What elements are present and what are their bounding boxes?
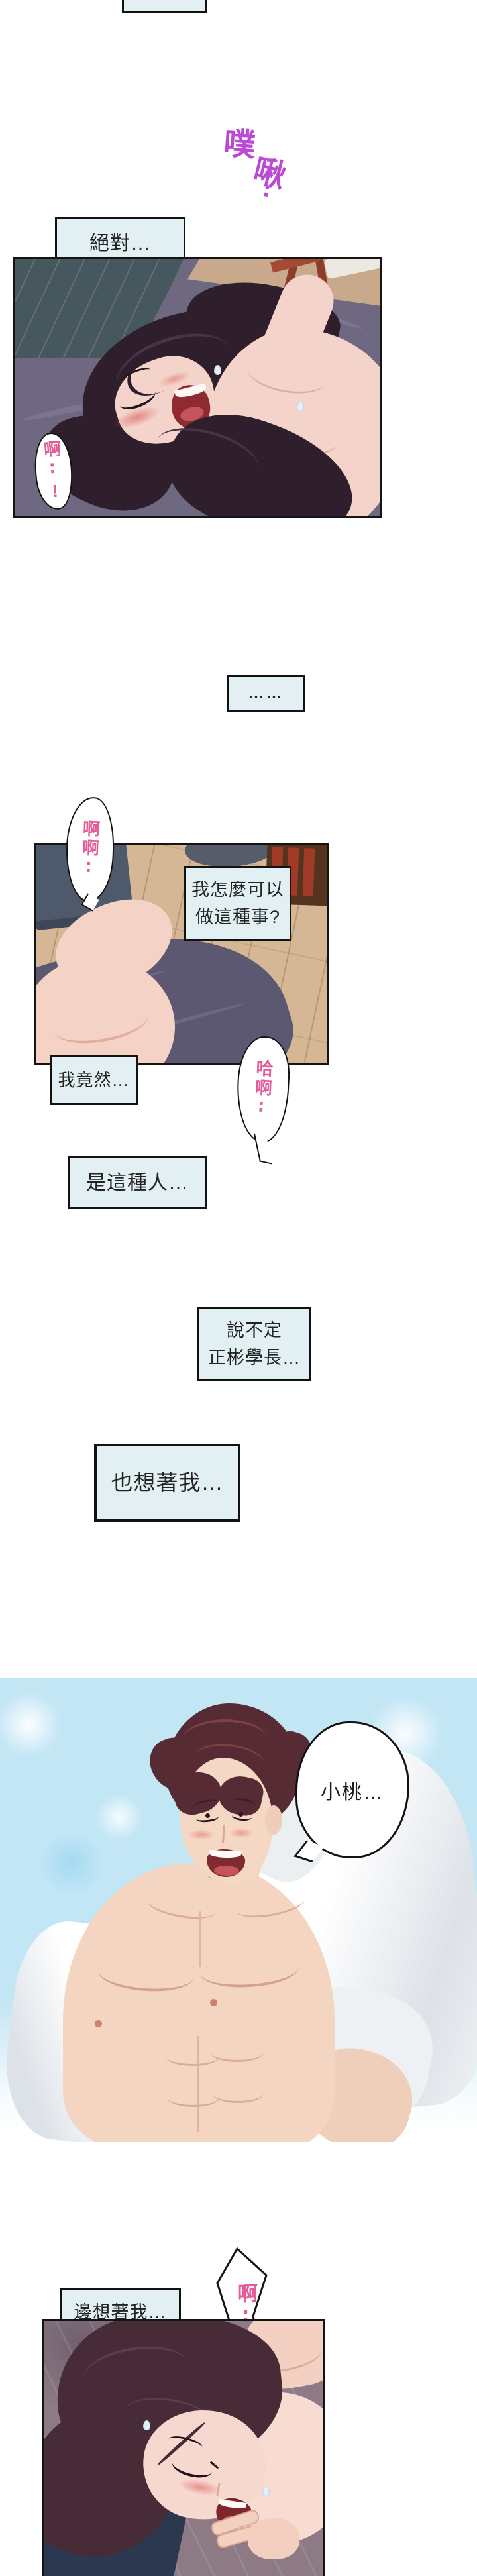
abs-contour <box>212 2084 264 2103</box>
blush <box>187 1829 215 1840</box>
man-ear <box>265 1805 282 1835</box>
abs-line <box>197 2036 199 2132</box>
narration-box-yexiangzhewo: 也想著我… <box>94 1444 240 1522</box>
xiaotao-text: 小桃… <box>321 1781 384 1803</box>
abs-contour <box>167 2088 220 2107</box>
nipple <box>95 2020 102 2027</box>
hair-highlight <box>182 1719 268 1762</box>
book-spine <box>302 848 315 896</box>
abs-contour <box>211 2043 264 2062</box>
hand <box>248 2518 299 2559</box>
narration-box-ellipsis: …… <box>227 675 305 712</box>
narration-box-how-could: 我怎麼可以 做這種事? <box>184 866 292 941</box>
pupil <box>238 1812 243 1817</box>
panel-bedroom-woman: 啊∶! <box>13 257 382 518</box>
sweat-drop <box>214 365 221 375</box>
narration-box-shizhongren: 是這種人… <box>68 1156 207 1209</box>
moan-text: 哈啊∶ <box>251 1058 274 1120</box>
sweat-drop <box>143 2420 150 2430</box>
panel-man-sparkle <box>0 1678 477 2142</box>
sfx-jiu-char: 啾 <box>249 152 290 195</box>
blush <box>229 1828 254 1838</box>
sternum-line <box>199 1911 201 1967</box>
moan-text: 啊啊∶ <box>78 818 101 880</box>
sweat-drop <box>297 402 304 411</box>
panel-woman-closeup <box>42 2319 325 2576</box>
sfx-pu-char: 噗 <box>222 126 257 164</box>
moan-text: 啊∶! <box>40 439 66 504</box>
pupil <box>205 1813 210 1818</box>
nipple <box>210 1999 217 2006</box>
narration-box-top-cut <box>122 0 207 13</box>
sweat-drop <box>262 2487 270 2496</box>
narration-box-wojingran: 我竟然… <box>50 1055 138 1105</box>
abs-contour <box>166 2047 220 2066</box>
speech-bubble-xiaotao: 小桃… <box>295 1721 409 1858</box>
narration-box-shuobuding: 說不定 正彬學長… <box>197 1307 311 1381</box>
